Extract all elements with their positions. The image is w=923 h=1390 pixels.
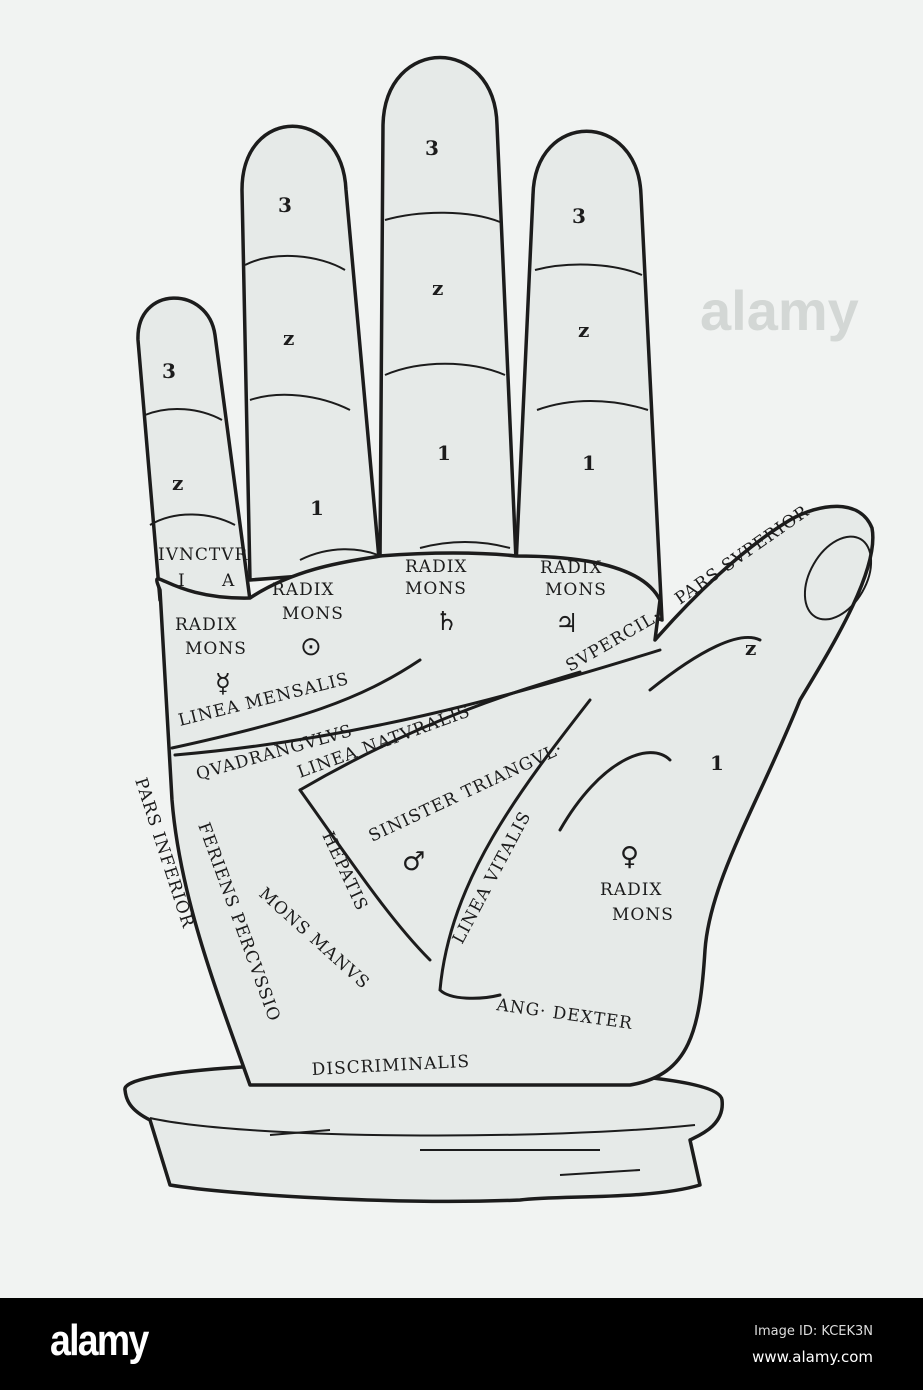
mercury-symbol: ☿ xyxy=(215,669,231,699)
thumb-number-2: z xyxy=(745,636,756,660)
label-mons-saturn: MONS xyxy=(405,579,467,599)
middle-finger-number-3: 3 xyxy=(425,136,439,160)
palm-lines xyxy=(170,635,762,1000)
index-finger-number-3: 3 xyxy=(572,204,586,228)
index-finger-number-2: z xyxy=(578,318,589,342)
middle-finger xyxy=(378,55,518,562)
little-finger-number-2: z xyxy=(172,471,183,495)
saturn-symbol: ♄ xyxy=(435,607,458,637)
palmistry-hand-diagram: 3 z 3 z 1 3 z 1 3 z 1 z 1 IVNCTVR I A RA… xyxy=(123,55,875,1204)
jupiter-symbol: ♃ xyxy=(555,609,578,639)
middle-finger-number-2: z xyxy=(432,276,443,300)
ring-finger-number-1: 1 xyxy=(310,496,324,520)
footer-bar: alamy Image ID: KCEK3N www.alamy.com xyxy=(0,1298,923,1390)
label-radix-venus: RADIX xyxy=(600,880,663,900)
label-mons-sun: MONS xyxy=(282,604,344,624)
little-finger-number-3: 3 xyxy=(162,359,176,383)
label-radix-jupiter: RADIX xyxy=(540,558,603,578)
watermark: alamy xyxy=(700,279,859,342)
venus-symbol: ♀ xyxy=(620,842,639,872)
label-mons-mercury: MONS xyxy=(185,639,247,659)
thumb-number-1: 1 xyxy=(710,751,724,775)
ring-finger xyxy=(240,124,382,582)
label-iunctura-a: A xyxy=(221,571,235,591)
ring-finger-number-3: 3 xyxy=(278,193,292,217)
site-url[interactable]: www.alamy.com xyxy=(752,1348,873,1366)
alamy-logo[interactable]: alamy xyxy=(50,1316,149,1365)
middle-finger-number-1: 1 xyxy=(437,441,451,465)
finger-joint-lines xyxy=(144,211,649,561)
sun-symbol: ⊙ xyxy=(300,632,322,662)
label-radix-mercury: RADIX xyxy=(175,615,238,635)
label-mons-jupiter: MONS xyxy=(545,580,607,600)
mars-symbol: ♂ xyxy=(402,847,425,877)
index-finger-number-1: 1 xyxy=(582,451,596,475)
little-finger xyxy=(136,296,252,602)
thumbnail xyxy=(803,535,873,621)
ring-finger-number-2: z xyxy=(283,326,294,350)
label-radix-saturn: RADIX xyxy=(405,557,468,577)
index-finger xyxy=(514,129,664,622)
label-mons-venus: MONS xyxy=(612,905,674,925)
label-radix-sun: RADIX xyxy=(272,580,335,600)
label-iunctura: IVNCTVR xyxy=(158,545,248,565)
image-id: Image ID: KCEK3N xyxy=(754,1324,873,1339)
label-iunctura-i: I xyxy=(178,571,186,591)
palm xyxy=(155,504,875,1087)
